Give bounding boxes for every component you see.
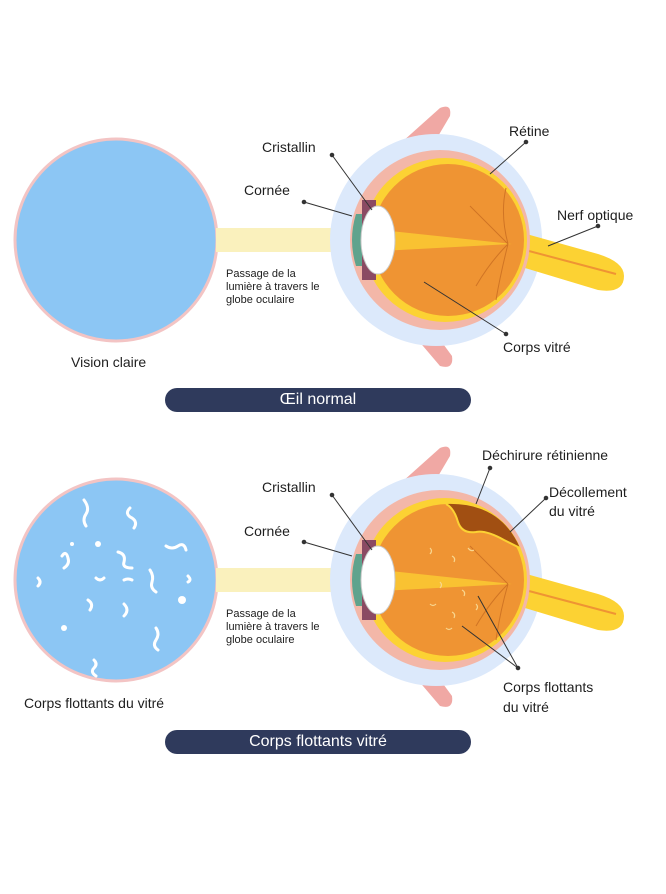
retinal-vessels [469, 187, 509, 301]
label-cristallin: Cristallin [262, 139, 316, 155]
label-nerf-optique: Nerf optique [557, 207, 634, 223]
light-passage-line-2b: lumière à travers le [226, 621, 320, 633]
normal-eye [330, 106, 624, 367]
cornea [352, 214, 364, 266]
light-passage-line-3: globe oculaire [226, 294, 295, 306]
floater-dots [61, 541, 186, 631]
label-corps-flottants-line-2: du vitré [503, 699, 549, 715]
clear-vision-circle [13, 137, 219, 343]
label-decollement-line-2: du vitré [549, 503, 595, 519]
floaters-leader-lines [301, 465, 549, 671]
normal-leader-lines [301, 139, 601, 337]
label-cornee-2: Cornée [244, 523, 290, 539]
detachment-edge [445, 503, 521, 549]
label-retine: Rétine [509, 123, 550, 139]
label-dechirure: Déchirure rétinienne [482, 447, 609, 463]
light-passage-text: Passage de la lumière à travers le globe… [226, 268, 320, 307]
normal-eye-pill: Œil normal [165, 388, 471, 412]
light-passage-line-1b: Passage de la [226, 608, 296, 620]
crystalline-lens-2 [360, 545, 396, 615]
floaters-vision-circle [13, 477, 219, 683]
light-cone [362, 228, 512, 252]
floaters-caption: Corps flottants du vitré [24, 695, 165, 711]
light-passage-line-1: Passage de la [226, 268, 296, 280]
label-corps-flottants-line-1: Corps flottants [503, 679, 594, 695]
vitreous-detachment [446, 503, 520, 548]
light-passage-text-2: Passage de la lumière à travers le globe… [226, 608, 320, 647]
cornea-2 [352, 554, 364, 606]
floater-specks [36, 498, 192, 678]
light-cone-2 [362, 568, 512, 592]
label-cristallin-2: Cristallin [262, 479, 316, 495]
crystalline-lens [360, 205, 396, 275]
clear-vision-caption: Vision claire [71, 354, 147, 370]
label-corps-vitre: Corps vitré [503, 339, 571, 355]
normal-section [13, 106, 624, 367]
light-passage-line-3b: globe oculaire [226, 634, 295, 646]
light-passage-line-2: lumière à travers le [226, 281, 320, 293]
eye-floater-specks [429, 547, 479, 631]
floaters-section [13, 446, 624, 707]
label-cornee: Cornée [244, 182, 290, 198]
label-decollement-line-1: Décollement [549, 484, 627, 500]
floaters-eye [330, 446, 624, 707]
floaters-pill: Corps flottants vitré [165, 730, 471, 754]
